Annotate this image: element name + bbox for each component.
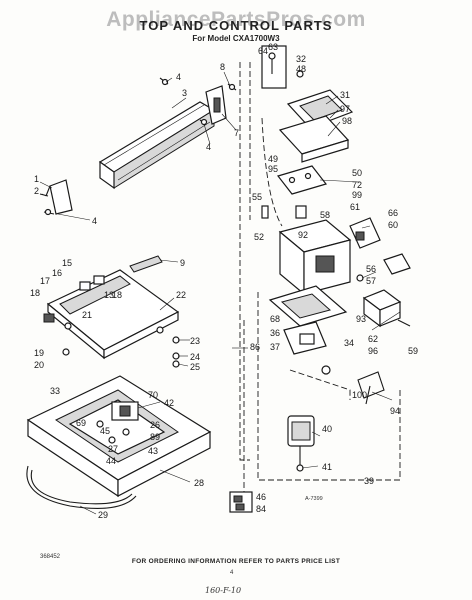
callout-52: 52 <box>254 232 264 242</box>
callout-70: 70 <box>148 390 158 400</box>
callout-40: 40 <box>322 424 332 434</box>
left-clip-bracket <box>39 179 73 216</box>
callout-45: 45 <box>100 426 110 436</box>
callout-18b: 18 <box>112 290 122 300</box>
drawing-reference-code: A-7399 <box>305 496 323 502</box>
callout-22: 22 <box>176 290 186 300</box>
callout-29: 29 <box>98 510 108 520</box>
callout-42: 42 <box>164 398 174 408</box>
callout-4c: 4 <box>92 216 97 226</box>
callout-8: 8 <box>220 62 225 72</box>
mounting-plate-assembly <box>268 285 411 355</box>
control-panel-assembly <box>43 255 180 368</box>
diagram-subtitle: For Model CXA1700W3 <box>192 34 280 43</box>
callout-15: 15 <box>62 258 72 268</box>
callout-24: 24 <box>190 352 200 362</box>
callout-26: 26 <box>150 420 160 430</box>
callout-7: 7 <box>234 128 239 138</box>
callout-49: 49 <box>268 154 278 164</box>
callout-96: 96 <box>368 346 378 356</box>
callout-99: 99 <box>352 190 362 200</box>
callout-97: 97 <box>340 104 350 114</box>
callout-27: 27 <box>108 444 118 454</box>
callout-20: 20 <box>34 360 44 370</box>
wire-harness-outline <box>239 62 401 500</box>
callout-19: 19 <box>34 348 44 358</box>
callout-32: 32 <box>296 54 306 64</box>
callout-34: 34 <box>344 338 354 348</box>
callout-62: 62 <box>368 334 378 344</box>
ordering-info-footer: FOR ORDERING INFORMATION REFER TO PARTS … <box>131 558 341 565</box>
callout-89: 89 <box>150 432 160 442</box>
callout-48: 48 <box>296 64 306 74</box>
callout-28: 28 <box>194 478 204 488</box>
callout-58: 58 <box>320 210 330 220</box>
callout-84: 84 <box>256 504 266 514</box>
callout-100: 100 <box>352 390 367 400</box>
callout-23: 23 <box>190 336 200 346</box>
callout-55: 55 <box>252 192 262 202</box>
callout-17: 17 <box>40 276 50 286</box>
solenoid-assembly <box>287 365 385 472</box>
callout-59: 59 <box>408 346 418 356</box>
callout-3: 3 <box>182 88 187 98</box>
callout-37: 37 <box>270 342 280 352</box>
document-number: 368452 <box>40 554 61 560</box>
callout-56: 56 <box>366 264 376 274</box>
callout-61: 61 <box>350 202 360 212</box>
callout-92: 92 <box>298 230 308 240</box>
callout-68: 68 <box>270 314 280 324</box>
callout-72: 72 <box>352 180 362 190</box>
page-number: 4 <box>230 570 234 576</box>
callout-94: 94 <box>390 406 400 416</box>
callout-25: 25 <box>190 362 200 372</box>
callout-86: 86 <box>250 342 260 352</box>
callout-18a: 18 <box>30 288 40 298</box>
callout-41: 41 <box>322 462 332 472</box>
callout-66: 66 <box>388 208 398 218</box>
handwritten-note: 160-F-10 <box>205 586 242 595</box>
callout-69: 69 <box>76 418 86 428</box>
callout-33: 33 <box>50 386 60 396</box>
callout-leader-lines <box>39 71 401 515</box>
callout-63: 63 <box>268 42 278 52</box>
callout-16: 16 <box>52 268 62 278</box>
callout-13: 13 <box>104 290 114 300</box>
timer-bracket-assembly <box>261 165 411 296</box>
callout-64: 64 <box>258 46 268 56</box>
top-cover-assembly <box>26 375 212 509</box>
watermark: AppliancePartsPros.com <box>106 8 366 31</box>
callout-57: 57 <box>366 276 376 286</box>
callout-4a: 4 <box>176 72 181 82</box>
callout-21: 21 <box>82 310 92 320</box>
callout-36: 36 <box>270 328 280 338</box>
callout-labels: 4 3 8 7 4 1 2 4 9 15 16 17 18 13 18 22 2… <box>30 42 418 520</box>
callout-44: 44 <box>106 456 116 466</box>
callout-4b: 4 <box>206 142 211 152</box>
callout-1: 1 <box>34 174 39 184</box>
callout-50: 50 <box>352 168 362 178</box>
callout-31: 31 <box>340 90 350 100</box>
diagram-title: TOP AND CONTROL PARTS <box>139 18 333 33</box>
callout-98: 98 <box>342 116 352 126</box>
callout-46: 46 <box>256 492 266 502</box>
callout-43: 43 <box>148 446 158 456</box>
callout-93: 93 <box>356 314 366 324</box>
callout-95: 95 <box>268 164 278 174</box>
top-channel-assembly <box>98 77 237 190</box>
callout-9: 9 <box>180 258 185 268</box>
terminal-block <box>229 491 253 513</box>
cover-plate-stack <box>261 45 354 163</box>
callout-60: 60 <box>388 220 398 230</box>
callout-39: 39 <box>364 476 374 486</box>
callout-2: 2 <box>34 186 39 196</box>
